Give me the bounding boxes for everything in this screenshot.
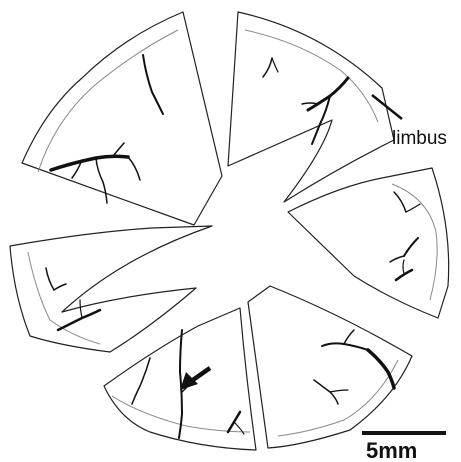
arrow-icon <box>180 368 210 390</box>
sector-top-left <box>22 12 222 225</box>
vessel-group <box>46 268 100 330</box>
sector-outline <box>22 12 222 225</box>
limbus-pointer-line <box>372 95 402 119</box>
limbus-line <box>28 252 100 344</box>
scale-bar: 5mm <box>362 433 446 462</box>
sector-top-right <box>228 12 394 202</box>
sector-bottom <box>104 308 256 450</box>
limbus-label: limbus <box>392 128 447 149</box>
limbus-annotation: limbus <box>372 95 447 149</box>
sector-outline <box>248 286 412 448</box>
vessel-group <box>314 330 394 404</box>
vessel-group <box>390 192 420 280</box>
sector-right <box>288 168 449 318</box>
scale-bar-label: 5mm <box>366 438 417 462</box>
sector-bottom-right <box>248 286 412 448</box>
vessel-group <box>51 55 163 203</box>
limbus-line <box>278 360 398 436</box>
sector-outline <box>288 168 449 318</box>
